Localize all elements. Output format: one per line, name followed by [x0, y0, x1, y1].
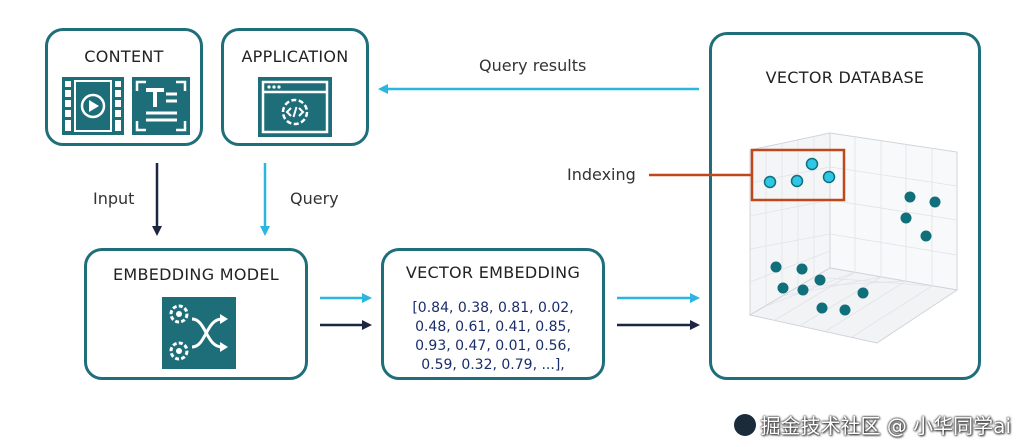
indexing-label: Indexing: [567, 165, 636, 184]
data-point: [796, 263, 808, 275]
highlight-point: [805, 157, 819, 171]
data-point: [777, 282, 789, 294]
video-icon: [62, 77, 124, 135]
content-title: CONTENT: [84, 47, 164, 66]
vector-embedding-values: [0.84, 0.38, 0.81, 0.02, 0.48, 0.61, 0.4…: [412, 300, 574, 373]
data-point: [770, 261, 782, 273]
gears-icon: [162, 297, 236, 369]
vector-embedding-title: VECTOR EMBEDDING: [405, 263, 581, 282]
watermark-logo-icon: [734, 414, 757, 436]
watermark-text: 掘金技术社区 @ 小华同学ai: [760, 414, 1011, 438]
application-title: APPLICATION: [241, 47, 349, 66]
query-results-label: Query results: [479, 56, 587, 75]
highlight-point: [822, 170, 836, 184]
vector-embedding-box: VECTOR EMBEDDING [0.84, 0.38, 0.81, 0.02…: [381, 248, 605, 380]
vector-space-grid: [748, 132, 959, 344]
watermark: 掘金技术社区 @ 小华同学ai: [734, 410, 1011, 439]
data-point: [797, 284, 809, 296]
input-label: Input: [93, 189, 135, 208]
text-document-icon: [132, 77, 190, 135]
data-point: [816, 302, 828, 314]
highlight-point: [790, 174, 804, 188]
vector-database-title: VECTOR DATABASE: [765, 68, 925, 87]
data-point: [839, 304, 851, 316]
data-point: [814, 274, 826, 286]
data-point: [857, 287, 869, 299]
embedding-model-title: EMBEDDING MODEL: [112, 265, 280, 284]
content-box: CONTENT: [45, 28, 203, 146]
data-point: [929, 196, 941, 208]
data-point: [920, 230, 932, 242]
data-point: [904, 191, 916, 203]
data-point: [900, 212, 912, 224]
application-box: APPLICATION: [221, 28, 369, 146]
indexing-highlight-box: [750, 148, 846, 202]
highlight-point: [763, 175, 777, 189]
code-window-icon: [258, 77, 332, 137]
embedding-model-box: EMBEDDING MODEL: [84, 248, 308, 380]
vector-points: [763, 157, 941, 316]
query-label: Query: [290, 189, 339, 208]
